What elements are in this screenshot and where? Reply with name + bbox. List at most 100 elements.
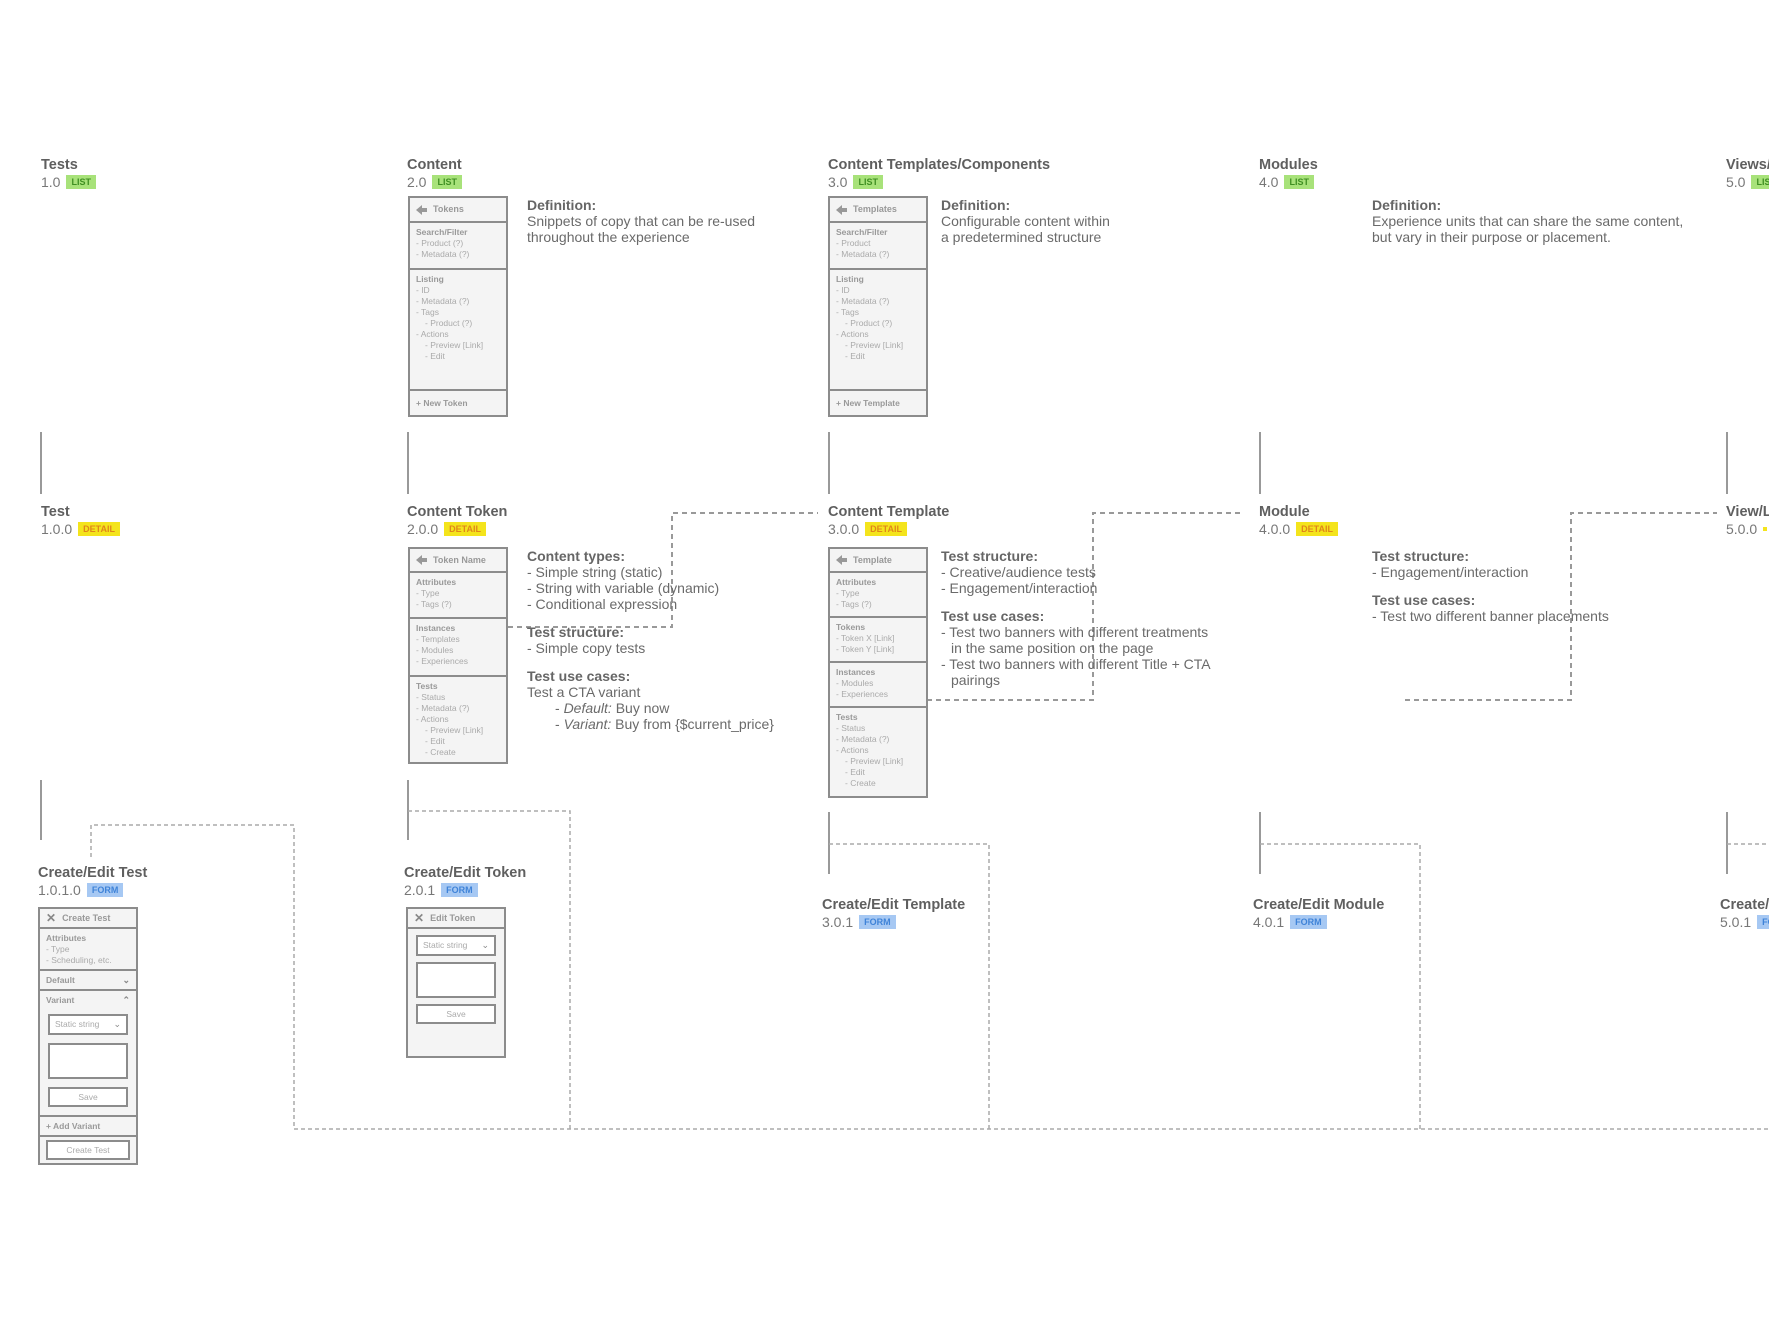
section-item: - Metadata (?) — [416, 249, 470, 259]
definition-heading: Definition: — [1372, 197, 1442, 213]
node-title: Modules — [1259, 157, 1318, 173]
section-title: Search/Filter — [836, 227, 888, 237]
template-notes: Test structure: - Creative/audience test… — [941, 548, 1211, 688]
wireframe-header[interactable]: Templates — [830, 198, 926, 223]
module-notes: Test structure: - Engagement/interaction… — [1372, 548, 1609, 624]
tokens-list-wireframe: Tokens Search/Filter- Product (?)- Metad… — [408, 196, 508, 417]
node-type-badge: LIST — [66, 175, 96, 189]
wireframe-header[interactable]: Token Name — [410, 549, 506, 573]
attributes-section: Attributes- Type- Scheduling, etc. — [40, 929, 136, 971]
node-version: 5.0 — [1726, 174, 1746, 190]
listing-section: Listing- ID- Metadata (?)- Tags- Product… — [830, 270, 926, 391]
node-label: Test 1.0.0 DETAIL — [41, 504, 120, 537]
node-title: Create/Edit Test — [38, 865, 148, 881]
definition-line: Snippets of copy that can be re-used — [527, 213, 756, 229]
connector-dashed — [927, 512, 1241, 701]
section-item: - Status — [836, 723, 866, 733]
node-title: Content — [407, 157, 462, 173]
content-type-select[interactable]: Static string⌄ — [416, 935, 496, 956]
node-version-row: 5.0.0 — [1726, 521, 1769, 537]
node-version-row: 2.0 LIST — [407, 174, 462, 190]
save-button[interactable]: Save — [48, 1087, 128, 1107]
templates-definition: Definition: Configurable content within … — [941, 197, 1110, 245]
notes-line: - Test two banners with different Title … — [941, 656, 1211, 672]
wireframe-header: ✕ Create Test — [40, 909, 136, 929]
section-item: - Product (?) — [845, 318, 893, 328]
node-version: 2.0.0 — [407, 521, 439, 537]
create-test-button[interactable]: Create Test — [46, 1140, 130, 1160]
chevron-down-icon: ⌄ — [122, 974, 130, 985]
node-title: Create/Edit Token — [404, 865, 527, 881]
header-label: Token Name — [433, 554, 486, 565]
node-type-badge: FORM — [859, 915, 896, 929]
node-label: View/L 5.0.0 — [1726, 504, 1769, 537]
section-item: - ID — [836, 285, 850, 295]
node-label: Create/Edit Template 3.0.1 FORM — [822, 897, 965, 930]
node-type-badge: LIST — [853, 175, 883, 189]
notes-heading: Test use cases: — [941, 608, 1045, 624]
section-item: - Preview [Link] — [845, 340, 904, 350]
node-title: Views/ — [1726, 157, 1769, 173]
header-label: Create Test — [62, 912, 111, 923]
variant-accordion[interactable]: Variant⌃ — [46, 995, 130, 1006]
node-title: Tests — [41, 157, 78, 173]
section-item: - Experiences — [416, 656, 468, 666]
select-value: Static string — [55, 1019, 100, 1029]
node-version-row: 5.0.1 FO — [1720, 914, 1769, 930]
notes-line: Test a CTA variant — [527, 684, 641, 700]
attributes-section: Attributes- Type- Tags (?) — [410, 573, 506, 619]
save-button[interactable]: Save — [416, 1004, 496, 1024]
section-title: Tests — [416, 681, 438, 691]
section-item: - Edit — [845, 351, 865, 361]
token-detail-wireframe: Token Name Attributes- Type- Tags (?) In… — [408, 547, 508, 764]
add-variant-button[interactable]: + Add Variant — [40, 1117, 136, 1137]
section-item: - Preview [Link] — [425, 725, 484, 735]
notes-line: - Test two different banner placements — [1372, 608, 1609, 624]
node-type-badge: LIST — [1284, 175, 1314, 189]
wireframe-header[interactable]: Tokens — [410, 198, 506, 223]
node-type-badge: DETAIL — [444, 522, 486, 536]
section-item: - Tags (?) — [836, 599, 872, 609]
notes-line: - Simple copy tests — [527, 640, 646, 656]
notes-heading: Test structure: — [941, 548, 1038, 564]
attributes-section: Attributes- Type- Tags (?) — [830, 573, 926, 618]
node-version: 4.0.1 — [1253, 914, 1285, 930]
modules-definition: Definition: Experience units that can sh… — [1372, 197, 1683, 245]
variant-label: Variant — [46, 995, 75, 1005]
node-title: Create/Edit Module — [1253, 897, 1385, 913]
tests-section: Tests- Status- Metadata (?)- Actions- Pr… — [830, 708, 926, 796]
section-item: - Metadata (?) — [836, 249, 890, 259]
variant-text-input[interactable] — [48, 1043, 128, 1079]
node-version-row: 3.0 LIST — [828, 174, 1050, 190]
node-version: 2.0.1 — [404, 882, 436, 898]
node-type-badge — [1763, 527, 1768, 531]
node-label: Content Token 2.0.0 DETAIL — [407, 504, 507, 537]
node-label: Content Template 3.0.0 DETAIL — [828, 504, 949, 537]
connector-dashed — [408, 810, 571, 1129]
definition-line: throughout the experience — [527, 229, 690, 245]
wireframe-header[interactable]: Template — [830, 549, 926, 573]
section-item: - ID — [416, 285, 430, 295]
new-template-button[interactable]: + New Template — [836, 397, 900, 408]
section-title: Instances — [836, 667, 876, 677]
section-title: Instances — [416, 623, 456, 633]
content-type-select[interactable]: Static string⌄ — [48, 1014, 128, 1035]
section-item: - Tags — [416, 307, 439, 317]
node-label: Modules 4.0 LIST — [1259, 157, 1318, 190]
close-icon[interactable]: ✕ — [414, 910, 425, 925]
connector-dashed — [829, 843, 990, 1129]
default-accordion[interactable]: Default ⌄ — [40, 971, 136, 991]
close-icon[interactable]: ✕ — [46, 910, 57, 925]
token-text-input[interactable] — [416, 962, 496, 998]
default-label: Default — [46, 974, 75, 985]
section-item: - Type — [416, 588, 440, 598]
create-test-wireframe: ✕ Create Test Attributes- Type- Schedulin… — [38, 907, 138, 1165]
new-token-button[interactable]: + New Token — [416, 397, 468, 408]
create-label: Create Test — [66, 1144, 110, 1155]
section-item: - Actions — [836, 745, 869, 755]
notes-line: - Engagement/interaction — [1372, 564, 1529, 580]
section-item: - Edit — [425, 736, 445, 746]
node-version-row: 1.0 LIST — [41, 174, 96, 190]
definition-heading: Definition: — [941, 197, 1011, 213]
